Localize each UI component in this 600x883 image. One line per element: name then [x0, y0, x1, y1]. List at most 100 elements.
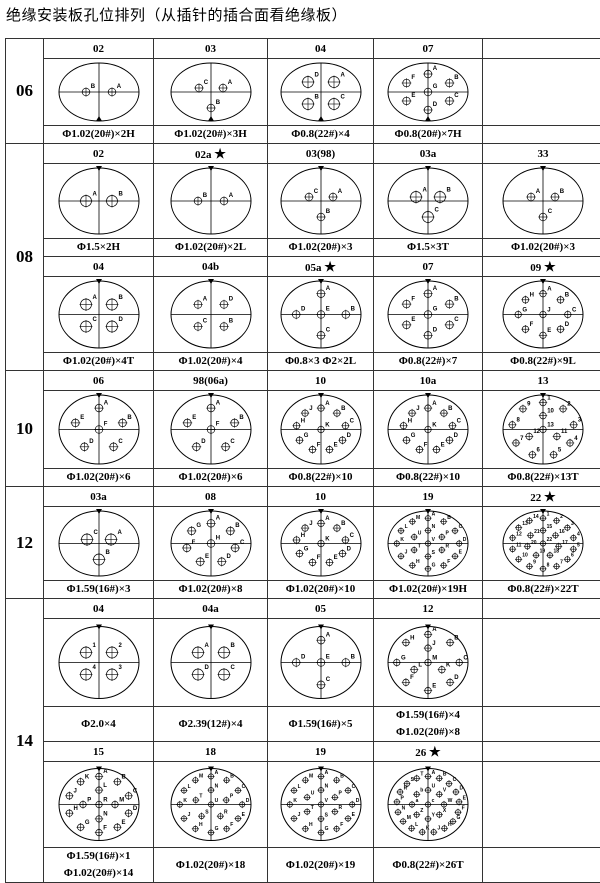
pin-label: b [420, 788, 423, 794]
pin-label: G [303, 546, 308, 552]
pin-hole: B [113, 775, 126, 786]
pin-hole: R [94, 797, 107, 808]
pin-label: A [536, 189, 541, 195]
pin-label: F [340, 822, 343, 828]
shell-size-label: 14 [6, 599, 44, 883]
pin-label: K [426, 826, 430, 832]
pin-hole: 8 [508, 418, 520, 429]
pin-hole: C [108, 439, 123, 452]
pin-hole: H [399, 419, 412, 430]
pin-label: C [457, 419, 462, 425]
pin-hole: 16 [552, 529, 565, 539]
pin-label: 16 [559, 529, 565, 535]
pin-hole: C [451, 524, 462, 534]
pin-label: D [301, 307, 306, 313]
pin-label: E [325, 307, 329, 313]
pin-label: B [127, 415, 132, 421]
pin-label: L [415, 822, 418, 828]
pin-label: A [214, 770, 218, 776]
pin-label: H [300, 419, 304, 425]
pin-label: A [547, 287, 552, 293]
pin-label: H [309, 822, 313, 828]
pin-label: 5 [558, 448, 562, 454]
pin-label: C [118, 439, 123, 445]
pin-label: M [199, 774, 203, 780]
pin-hole: N [207, 784, 218, 794]
pin-label: 1 [547, 395, 551, 401]
pin-label: F [530, 322, 534, 328]
pin-label: E [463, 795, 467, 801]
pin-label: E [459, 550, 463, 556]
pin-hole: 1 [79, 643, 96, 659]
pin-hole: E [195, 554, 209, 567]
pin-hole: M [409, 515, 420, 525]
insert-code-text: 03 [205, 43, 216, 55]
pin-hole: R [331, 805, 342, 815]
spec-line: Φ1.02(20#)×4T [44, 353, 153, 370]
pin-hole: N [317, 784, 328, 794]
pin-label: A [103, 769, 108, 775]
pin-hole: A [79, 295, 97, 311]
pin-hole: 22 [539, 537, 552, 547]
pin-label: C [349, 419, 354, 425]
pin-hole: A [424, 770, 435, 780]
pin-label: B [90, 84, 95, 90]
pin-label: N [432, 524, 436, 530]
contact-spec: Φ1.02(20#)×6 [154, 469, 268, 487]
pin-hole: C [445, 777, 456, 787]
pin-label: S [432, 550, 436, 556]
pin-label: 13 [547, 422, 554, 428]
pin-label: C [454, 93, 459, 99]
pin-hole: A [316, 401, 329, 412]
pin-hole: a [408, 798, 418, 808]
pin-label: P [445, 530, 449, 536]
pin-label: C [92, 317, 97, 323]
insert-code: 08 [154, 487, 268, 507]
pin-label: B [118, 192, 123, 198]
pin-hole: F [415, 442, 427, 453]
pin-label: A [337, 189, 342, 195]
pin-hole: T [411, 543, 421, 553]
pin-hole: 4 [570, 531, 580, 541]
pin-label: E [192, 415, 196, 421]
pin-hole: K [286, 798, 297, 808]
pin-label: A [325, 632, 330, 638]
pin-hole: H [292, 419, 305, 430]
insert-code-text: 07 [423, 43, 434, 55]
pin-hole: G [207, 826, 218, 836]
spec-line: Φ0.8(22#)×10 [374, 469, 482, 486]
pin-label: A [92, 295, 97, 301]
contact-spec [483, 126, 600, 144]
pin-label: 21 [534, 529, 540, 535]
pin-hole: K [424, 422, 437, 433]
pin-label: 10 [522, 553, 528, 559]
pin-label: A [325, 401, 330, 407]
pin-hole: A [193, 297, 208, 310]
pin-label: E [333, 555, 337, 561]
pin-hole: B [333, 774, 344, 784]
spec-line: Φ1.59(16#)×1 [44, 848, 153, 865]
diagram-cell [483, 59, 600, 126]
insert-code: 04 [44, 257, 154, 277]
spec-line: Φ1.02(20#)×3 [268, 239, 373, 256]
spec-line: Φ0.8(22#)×7 [374, 353, 482, 370]
pin-label: V [324, 798, 328, 804]
pin-label: B [447, 515, 451, 521]
spec-line: Φ0.8×3 Φ2×2L [268, 353, 373, 370]
pin-label: C [463, 655, 468, 661]
pin-label: T [199, 793, 202, 799]
contact-spec: Φ1.02(20#)×19 [268, 848, 374, 883]
contact-spec: Φ1.5×2H [44, 239, 154, 257]
pin-hole: E [70, 415, 84, 428]
pin-hole: J [300, 521, 312, 532]
pin-label: 5 [577, 543, 580, 549]
